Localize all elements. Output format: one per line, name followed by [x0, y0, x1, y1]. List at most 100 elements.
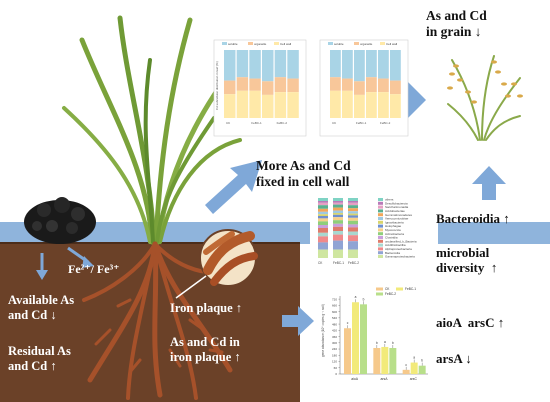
residual-line-2: and Cd ↑	[8, 359, 57, 373]
arrow-up-to-grain	[472, 166, 506, 200]
stack-legend-swatch	[378, 239, 383, 243]
stack-legend-swatch	[378, 201, 383, 205]
cell-bar-segment	[249, 50, 261, 79]
stack-legend-swatch	[378, 236, 383, 239]
cell-legend-swatch	[248, 42, 253, 45]
gene-y-tick-label: 240	[332, 347, 337, 351]
stack-legend-label: Acidobacteriae	[385, 209, 405, 213]
gene-y-tick-label: 300	[332, 341, 337, 345]
gene-bar	[344, 328, 351, 374]
plaque-asd-line-2: iron plaque ↑	[170, 350, 241, 364]
gene-bar-label: b	[392, 341, 394, 345]
cell-bar-segment	[262, 94, 274, 118]
gene-legend-swatch	[396, 287, 403, 291]
cell-legend-label: organelle	[254, 42, 267, 46]
stack-bar-segment	[318, 202, 328, 206]
available-line-1: Available As	[8, 293, 75, 307]
gene-y-tick-label: 180	[332, 353, 337, 357]
gene-y-tick-label: 600	[332, 310, 337, 314]
cell-bar-segment	[366, 50, 377, 78]
stack-bar-segment	[333, 207, 343, 211]
cell-bar-segment	[378, 92, 389, 118]
cell-group-label: CK	[332, 121, 336, 125]
cell-bar-segment	[274, 50, 287, 78]
stack-bar-segment	[318, 218, 328, 222]
available-label: Available As and Cd ↓	[8, 293, 74, 323]
cell-group-label: FeBC-2	[277, 121, 288, 125]
stack-bar-segment	[333, 217, 343, 221]
stack-bar-segment	[333, 231, 343, 235]
stack-bar-segment	[318, 211, 328, 215]
gene-y-tick-label: 120	[332, 360, 337, 364]
cell-bar-segment	[390, 80, 401, 95]
rice-plant-icon	[447, 55, 523, 141]
cell-bar-segment	[287, 78, 299, 93]
stack-legend-swatch	[378, 198, 383, 201]
stack-bar-segment	[318, 228, 328, 233]
stack-legend-label: Gemmatimonadetes	[385, 213, 413, 217]
stack-bar-segment	[333, 223, 343, 227]
stack-bar-segment	[318, 214, 328, 216]
stack-bar-segment	[348, 213, 358, 216]
cell-bar-segment	[236, 77, 249, 91]
gene-bar-label: c	[405, 363, 407, 367]
cell-legend-swatch	[380, 42, 385, 45]
gene-bar	[410, 362, 418, 374]
cell-bar-segment	[274, 77, 287, 93]
rice-leaves	[62, 15, 242, 245]
stack-bar-segment	[333, 213, 343, 215]
gene-legend-swatch	[376, 292, 383, 296]
cell-bar-segment	[366, 92, 377, 118]
stack-bar-segment	[333, 204, 343, 208]
stack-legend-swatch	[378, 251, 383, 255]
cell-bar-segment	[236, 90, 249, 118]
plaque-asd-line-1: As and Cd in	[170, 335, 240, 349]
stack-bar-segment	[333, 240, 343, 250]
stack-bar-segment	[348, 198, 358, 201]
cell-group-label: FeBC-1	[356, 121, 367, 125]
stack-legend-label: Ignavibacteria	[385, 220, 404, 224]
stack-category-label: FeBC-2	[348, 261, 359, 265]
stack-legend-swatch	[378, 255, 383, 258]
cell-bar-segment	[378, 78, 389, 93]
stack-legend-swatch	[378, 205, 383, 209]
iron-ion-label: Fe²⁺/ Fe³⁺	[68, 262, 120, 276]
stack-legend-label: Acidithiobacillia	[385, 243, 406, 247]
diversity-line-2: diversity ↑	[436, 259, 498, 275]
cell-bar-segment	[262, 50, 274, 82]
cellwall-label: More As and Cd fixed in cell wall	[256, 158, 351, 189]
cell-group-label: CK	[226, 121, 230, 125]
stack-bar-segment	[333, 210, 343, 213]
cell-bar-segment	[342, 78, 353, 91]
stack-legend-swatch	[378, 243, 383, 247]
gene-category-label: arsA	[381, 377, 389, 381]
gene-category-label: arsC	[410, 377, 418, 381]
stack-chart-bg	[310, 194, 438, 270]
stack-legend-label: Gammaproteobacteria	[385, 255, 415, 259]
gene-y-tick-label: 360	[332, 335, 337, 339]
cell-legend-swatch	[328, 42, 333, 45]
residual-line-1: Residual As	[8, 344, 71, 358]
stack-bar-segment	[333, 201, 343, 203]
cell-legend-label: Cell wall	[280, 42, 292, 46]
gene-y-tick-label: 420	[332, 329, 337, 333]
stack-bar-segment	[348, 202, 358, 206]
stack-legend-label: Saccharimonadia	[385, 205, 409, 209]
stack-bar-segment	[348, 241, 358, 250]
stack-legend-swatch	[378, 232, 383, 236]
cell-bar-segment	[354, 81, 365, 95]
stack-legend-label: Holophagae	[385, 224, 402, 228]
gene-bar-label: a	[355, 295, 357, 299]
genes-up-label: aioA arsC ↑	[436, 315, 504, 331]
stack-legend-swatch	[378, 220, 383, 224]
cell-bar-segment	[287, 50, 299, 79]
cell-bar-segment	[274, 92, 287, 118]
gene-category-label: aioA	[351, 377, 359, 381]
gene-bar-label: b	[421, 359, 423, 363]
bacteroidia-text: Bacteroidia ↑	[436, 211, 510, 226]
cell-legend-label: soluble	[228, 42, 238, 46]
stack-legend-label: unclassified_k_Bacteria	[385, 239, 417, 243]
cell-bar-segment	[366, 77, 377, 93]
gene-ylabel: gene abundance (10⁶ copies g⁻¹ soil)	[321, 304, 325, 357]
